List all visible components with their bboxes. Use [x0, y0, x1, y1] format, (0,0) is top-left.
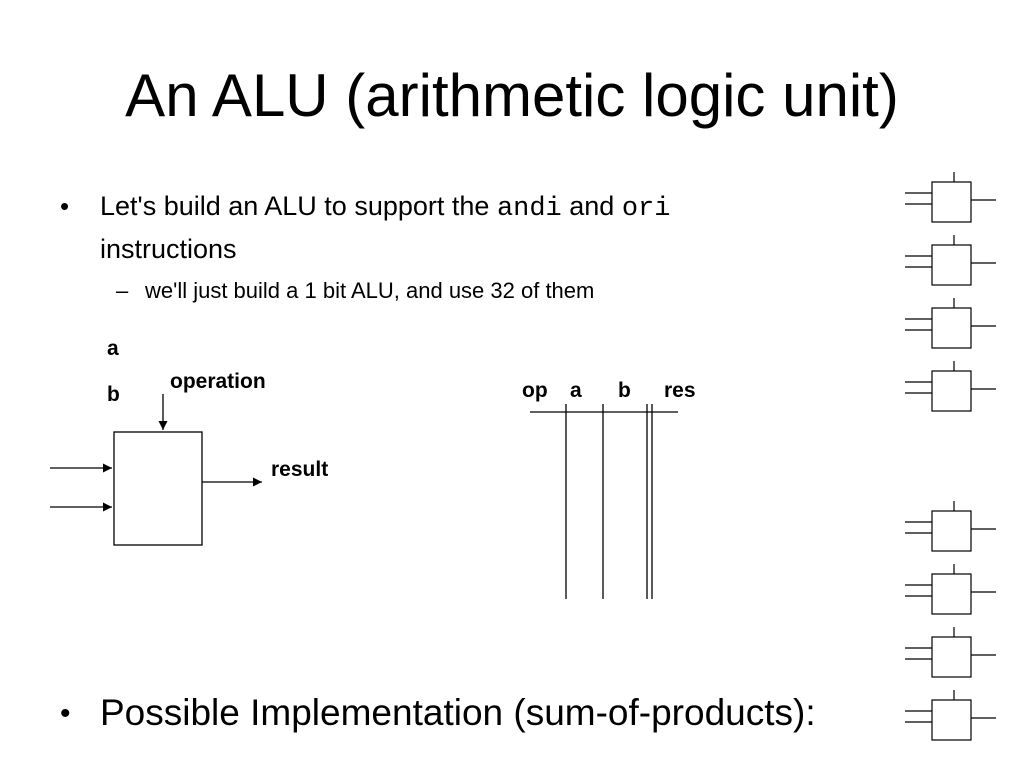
table-header-res: res: [664, 379, 696, 402]
table-header-a: a: [570, 379, 582, 402]
mini-alu-icon: [905, 501, 996, 552]
mini-alu-icon: [905, 627, 996, 678]
label-a: a: [107, 337, 119, 360]
label-b: b: [107, 383, 120, 406]
mini-alu-icon: [905, 298, 996, 349]
mini-alu-icon: [905, 564, 996, 615]
label-result: result: [271, 458, 329, 481]
mini-alu-icon: [905, 172, 996, 223]
bullet-1-text-before: Let's build an ALU to support the: [100, 191, 490, 221]
table-header-b: b: [618, 379, 631, 402]
code-andi: andi: [496, 194, 562, 224]
bullet-2: Possible Implementation (sum-of-products…: [100, 692, 816, 733]
mini-alu-icon: [905, 361, 996, 412]
alu-chain-icons: [905, 172, 996, 741]
mini-alu-icon: [905, 235, 996, 286]
sub-bullet-marker: –: [116, 278, 129, 303]
slide-title: An ALU (arithmetic logic unit): [125, 62, 899, 129]
bullet-marker: •: [60, 191, 70, 221]
sub-bullet: we'll just build a 1 bit ALU, and use 32…: [145, 278, 595, 303]
alu-box: [113, 431, 203, 546]
label-operation: operation: [170, 370, 266, 393]
truth-table-lines: [530, 404, 678, 599]
mini-alu-icon: [905, 690, 996, 741]
bullet-1-text-mid: and: [569, 191, 615, 221]
bullet-marker-2: •: [60, 697, 71, 730]
bullet-1-text-after: instructions: [100, 234, 237, 264]
alu-block-diagram: [50, 394, 262, 546]
code-ori: ori: [621, 194, 671, 224]
bullet-1: Let's build an ALU to support the andi a…: [100, 186, 860, 269]
table-header-op: op: [522, 379, 548, 402]
